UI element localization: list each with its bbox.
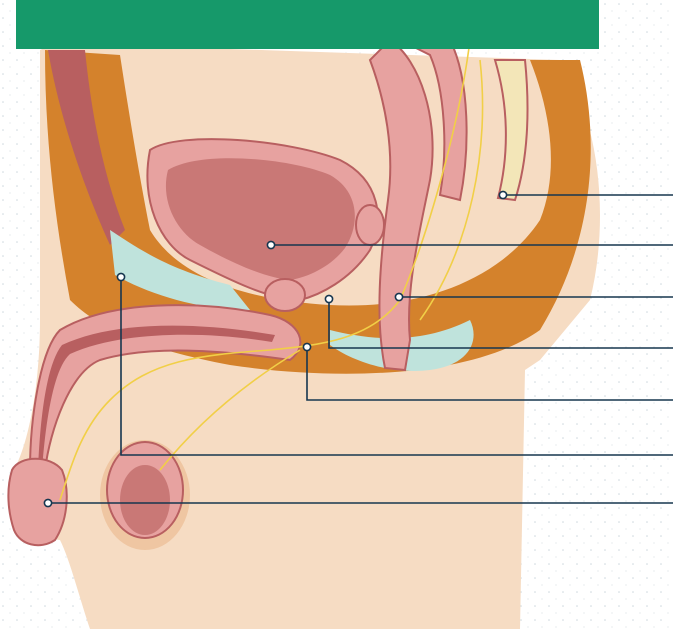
leader-dot-pubic-bone (117, 273, 124, 280)
leader-dot-urethra (303, 343, 310, 350)
leader-dot-glans (44, 499, 51, 506)
leader-dot-rectum (395, 293, 402, 300)
prostate (265, 279, 305, 311)
header-bar (16, 0, 599, 49)
leader-dot-prostate (325, 295, 332, 302)
testis-inner (120, 465, 170, 535)
leader-dot-bladder (267, 241, 274, 248)
glans (8, 459, 66, 545)
seminal-vesicle (356, 205, 384, 245)
leader-dot-sacrum (499, 191, 506, 198)
